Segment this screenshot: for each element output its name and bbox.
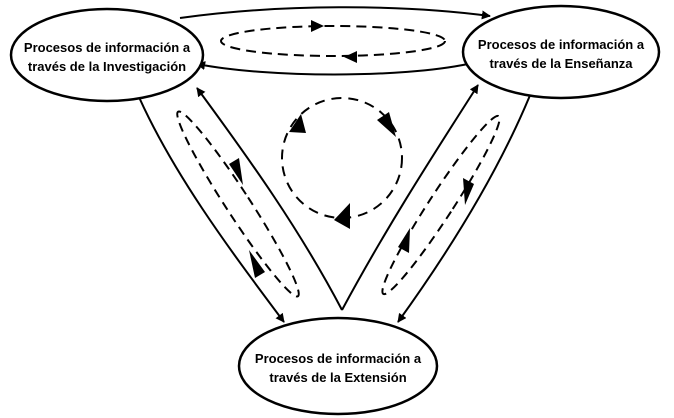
center-arrow-upper-left [289, 114, 306, 133]
right-loop-arrow-up [398, 228, 410, 253]
node-investigation-line1: Procesos de información a [23, 40, 191, 55]
center-cycle [281, 97, 403, 229]
center-arrow-upper-right [377, 112, 396, 137]
left-band-inner-line [196, 87, 343, 311]
top-loop-arrow-left [344, 51, 357, 63]
right-band-inner-line [341, 84, 479, 311]
left-loop-arrow-down [229, 158, 243, 185]
node-extension-ellipse [237, 316, 439, 416]
node-investigation-label: Procesos de información a través de la I… [12, 38, 202, 76]
top-band-upper-arc [179, 6, 491, 20]
left-connection-band [134, 87, 343, 323]
node-investigation-line2: través de la Investigación [27, 59, 187, 74]
top-band-lower-arc [196, 61, 469, 76]
node-extension-line1: Procesos de información a [254, 351, 422, 366]
right-band-outer-line [397, 87, 534, 323]
node-teaching-line1: Procesos de información a [477, 37, 645, 52]
left-loop-arrow-up [249, 250, 265, 278]
left-band-outer-line [134, 87, 285, 323]
top-dashed-loop [220, 25, 446, 57]
right-connection-band [341, 84, 534, 323]
top-loop-arrow-right [311, 20, 324, 32]
right-loop-arrow-down [463, 178, 474, 205]
right-dashed-loop [381, 114, 501, 296]
node-extension-label: Procesos de información a través de la E… [243, 349, 433, 387]
node-teaching-label: Procesos de información a través de la E… [466, 35, 656, 73]
node-investigation-ellipse [9, 7, 205, 103]
node-teaching-ellipse [461, 4, 661, 100]
node-extension-line2: través de la Extensión [269, 370, 407, 385]
node-teaching-line2: través de la Enseñanza [489, 56, 633, 71]
center-arrow-bottom [334, 203, 350, 229]
top-connection-band [179, 6, 491, 76]
